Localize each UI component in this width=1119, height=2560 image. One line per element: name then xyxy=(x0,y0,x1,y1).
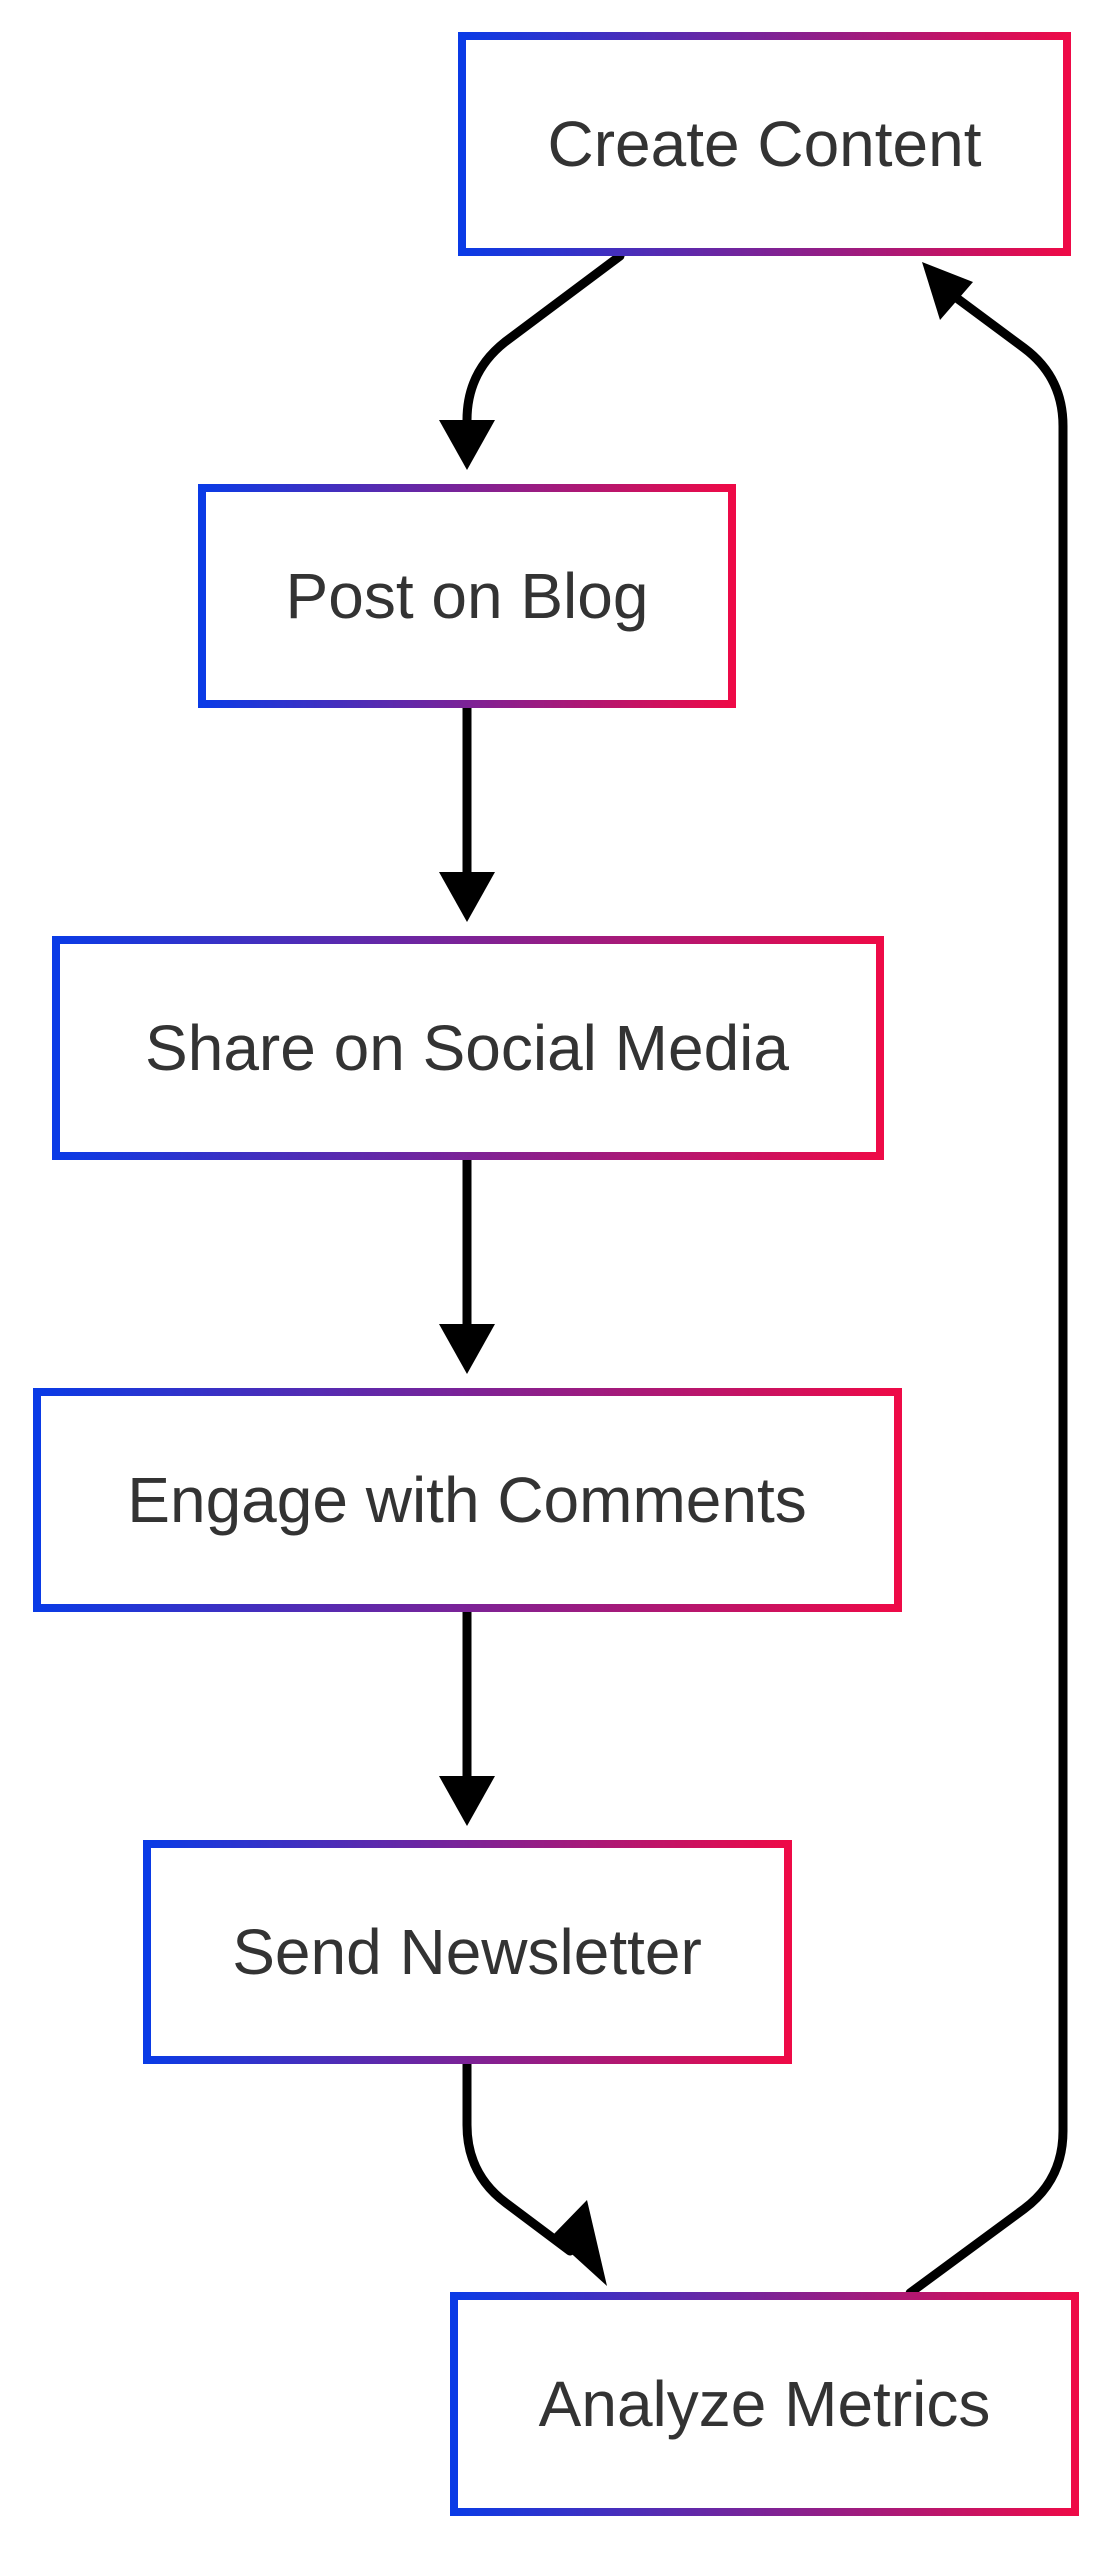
node-send-newsletter[interactable]: Send Newsletter xyxy=(143,1840,792,2064)
arrowhead-blog-to-social xyxy=(439,872,495,922)
node-share-on-social-media-box xyxy=(52,936,884,1160)
edge-newsletter-to-analyze xyxy=(462,2056,575,2256)
edge-create-to-blog xyxy=(462,251,625,435)
arrowhead-analyze-to-create xyxy=(922,262,973,320)
node-engage-with-comments[interactable]: Engage with Comments xyxy=(33,1388,902,1612)
node-engage-with-comments-label: Engage with Comments xyxy=(127,1464,806,1536)
node-send-newsletter-label: Send Newsletter xyxy=(232,1916,702,1988)
node-create-content-box xyxy=(458,32,1071,256)
nodes: Create Content Post on Blog Share on Soc… xyxy=(33,32,1079,2516)
arrowhead-engage-to-newsletter xyxy=(439,1776,495,1826)
node-create-content-label: Create Content xyxy=(547,108,981,180)
arrowhead-newsletter-to-analyze xyxy=(552,2200,607,2286)
node-analyze-metrics[interactable]: Analyze Metrics xyxy=(450,2292,1079,2516)
node-engage-with-comments-box xyxy=(33,1388,902,1612)
node-post-on-blog-label: Post on Blog xyxy=(286,560,649,632)
node-create-content[interactable]: Create Content xyxy=(458,32,1071,256)
arrowhead-social-to-engage xyxy=(439,1324,495,1374)
node-analyze-metrics-label: Analyze Metrics xyxy=(539,2368,991,2440)
arrowhead-create-to-blog xyxy=(439,420,495,470)
node-post-on-blog[interactable]: Post on Blog xyxy=(198,484,736,708)
edges xyxy=(439,251,1068,2298)
node-share-on-social-media[interactable]: Share on Social Media xyxy=(52,936,884,1160)
node-send-newsletter-box xyxy=(143,1840,792,2064)
node-post-on-blog-box xyxy=(198,484,736,708)
node-share-on-social-media-label: Share on Social Media xyxy=(145,1012,789,1084)
node-analyze-metrics-box xyxy=(450,2292,1079,2516)
edge-analyze-to-create xyxy=(905,294,1068,2298)
